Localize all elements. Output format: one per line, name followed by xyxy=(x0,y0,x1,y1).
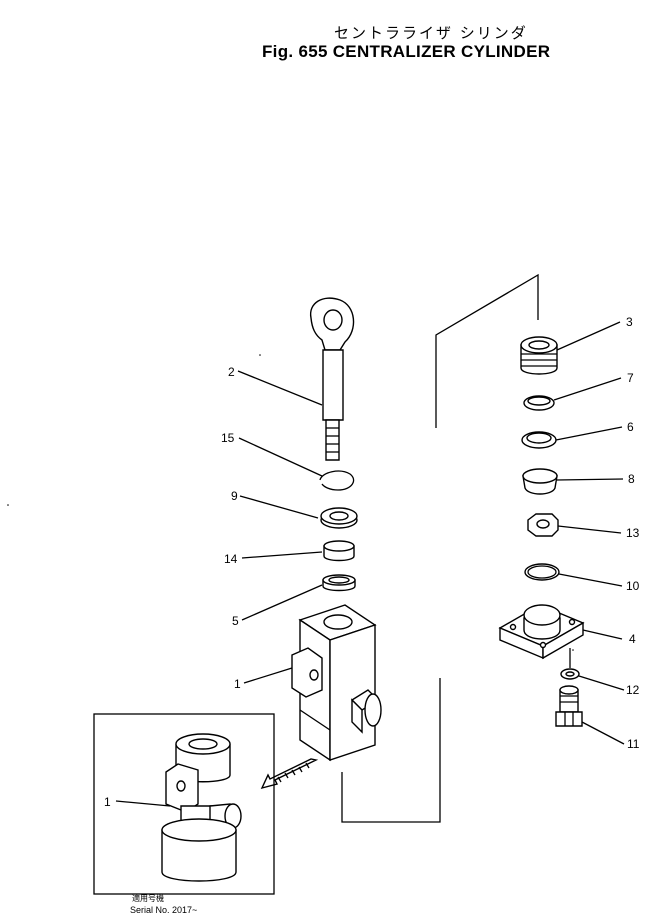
callout-11: 11 xyxy=(627,737,640,751)
callout-13: 13 xyxy=(626,526,640,540)
part-3-piston xyxy=(520,336,558,375)
part-15-snap-ring xyxy=(319,470,355,491)
callout-14: 14 xyxy=(224,552,238,566)
part-9-bearing xyxy=(320,507,358,529)
callout-10: 10 xyxy=(626,579,640,593)
part-12-washer xyxy=(560,668,580,680)
inset-cylinder-body xyxy=(161,733,242,882)
figure-title: Fig. 655 CENTRALIZER CYLINDER xyxy=(262,42,551,61)
part-13-nut xyxy=(527,513,559,537)
part-7-ring xyxy=(523,395,555,411)
figure-title-japanese: セントラライザ シリンダ xyxy=(334,24,528,42)
part-1-cylinder-body xyxy=(291,604,382,762)
part-11-bolt xyxy=(555,685,583,727)
part-2-rod-eye xyxy=(309,297,355,461)
part-6-ring xyxy=(521,431,557,449)
part-5-seal-ring xyxy=(322,574,356,592)
callout-6: 6 xyxy=(627,420,634,434)
callout-15: 15 xyxy=(221,431,235,445)
callout-1: 1 xyxy=(234,677,241,691)
serial-label-japanese: 適用号機 xyxy=(132,894,164,903)
serial-number-label: Serial No. 2017~ xyxy=(130,905,198,915)
inset-callout-1: 1 xyxy=(104,795,111,809)
callout-2: 2 xyxy=(228,365,235,379)
callout-12: 12 xyxy=(626,683,640,697)
assembly-bracket-upper xyxy=(435,273,539,428)
inset-frame xyxy=(93,713,275,895)
part-14-bushing xyxy=(323,540,355,562)
view-arrow xyxy=(260,758,319,790)
callout-7: 7 xyxy=(627,371,634,385)
part-10-o-ring xyxy=(524,563,560,581)
callout-9: 9 xyxy=(231,489,238,503)
callout-3: 3 xyxy=(626,315,633,329)
callout-5: 5 xyxy=(232,614,239,628)
callout-8: 8 xyxy=(628,472,635,486)
callout-4: 4 xyxy=(629,632,636,646)
part-4-cover xyxy=(498,604,585,660)
part-8-cup xyxy=(522,468,558,495)
assembly-bracket-lower xyxy=(341,678,441,823)
